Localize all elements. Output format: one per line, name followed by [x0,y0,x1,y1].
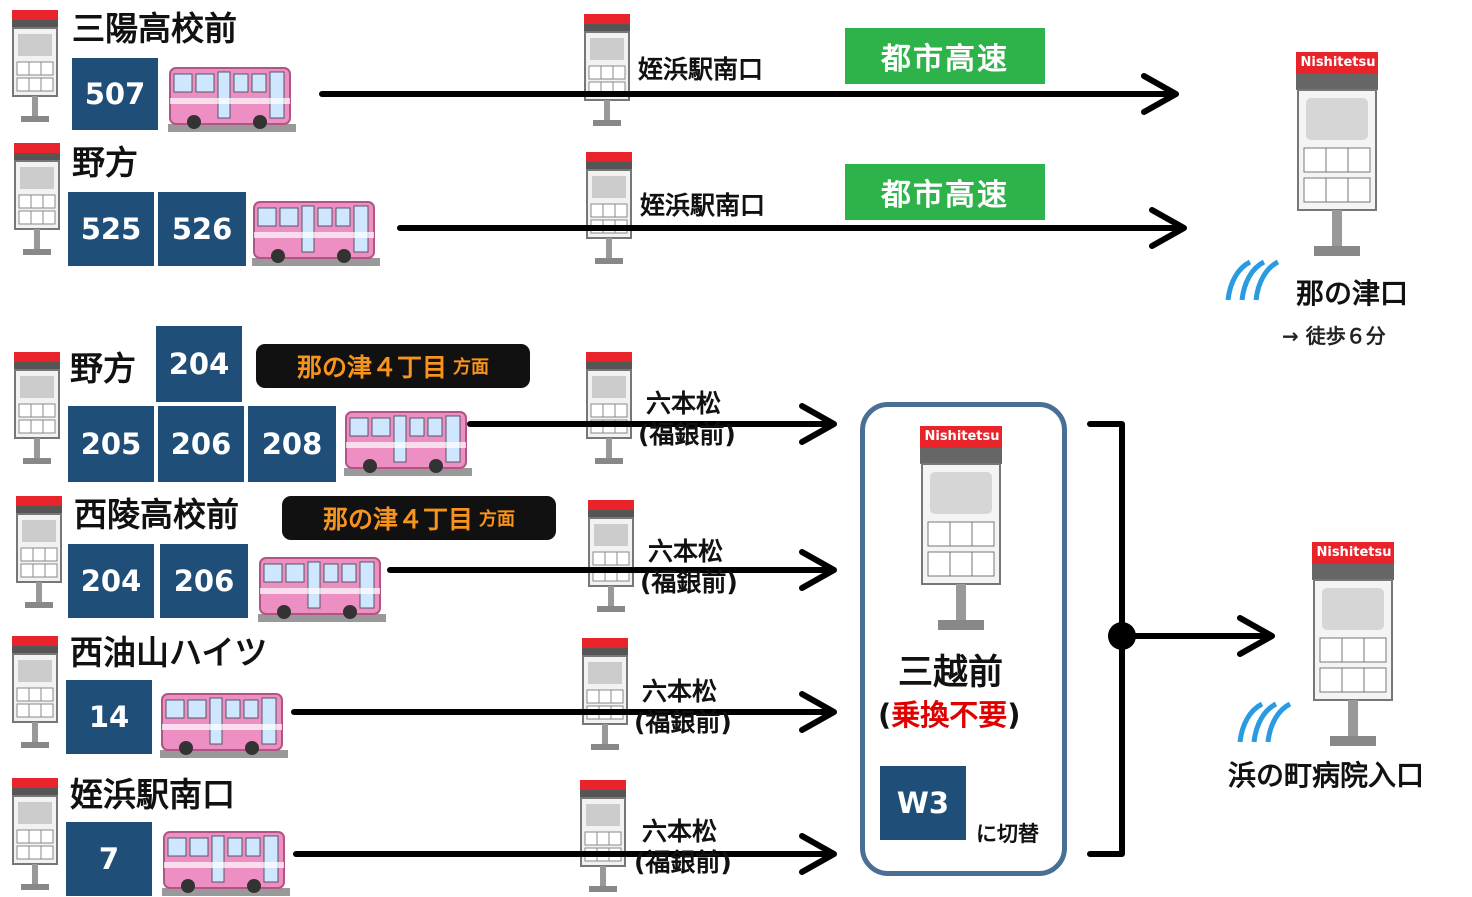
via-stop-icon [585,351,633,465]
destination-sign-label: Nishitetsu [1300,55,1376,70]
via-stop-icon [585,151,633,265]
origin-name: 西油山ハイツ [70,633,268,672]
via-line2: (福銀前) [638,420,736,450]
via-stop-name: 六本松 (福銀前) [634,676,732,739]
no-transfer-text: 乗換不要 [891,698,1008,732]
destination-stop-icon [1295,51,1379,257]
walk-time: → 徒歩６分 [1282,324,1386,348]
route-number: 206 [160,544,248,618]
bus-icon [167,67,297,133]
via-line1: 六本松 [648,537,724,566]
direction-badge: 那の津４丁目方面 [282,496,556,540]
bus-icon [257,557,387,623]
via-line2: (福銀前) [640,568,738,598]
route-number: 204 [156,326,242,402]
origin-stop-icon [13,142,61,256]
bus-icon [251,201,381,267]
destination-stop-icon [1311,541,1395,747]
route-number: 507 [72,58,158,130]
route-number: 14 [66,680,152,754]
transfer-stop-name: 三越前 [898,653,1004,693]
origin-name: 三陽高校前 [72,9,237,48]
via-line1: 六本松 [646,389,722,418]
direction-text: 那の津４丁目 [296,353,447,382]
via-line2: (福銀前) [634,708,732,738]
destination-name: 那の津口 [1296,277,1409,310]
route-number: 208 [248,406,336,482]
note-paren-open: ( [878,698,892,732]
origin-stop-icon [15,495,63,609]
via-stop-name: 姪浜駅南口 [640,191,766,220]
via-line1: 六本松 [642,817,718,846]
transfer-sign-label: Nishitetsu [924,429,1000,444]
subway-logo-icon [1240,704,1290,742]
via-line2: (福銀前) [634,848,732,878]
direction-badge: 那の津４丁目方面 [256,344,530,388]
transfer-note: (乗換不要) [878,692,1021,734]
switch-route-number: W3 [880,766,966,840]
origin-name: 野方 [72,143,138,182]
via-stop-icon [583,13,631,127]
via-stop-name: 六本松 (福銀前) [638,388,736,451]
origin-stop-icon [11,9,59,123]
direction-text: 那の津４丁目 [322,505,473,534]
via-stop-icon [579,779,627,893]
via-stop-icon [581,637,629,751]
bus-icon [343,411,473,477]
route-number: 525 [68,192,154,266]
direction-suffix: 方面 [453,357,489,378]
via-stop-icon [587,499,635,613]
bracket-junction [1108,622,1136,650]
note-paren-close: ) [1007,698,1021,732]
origin-name: 姪浜駅南口 [70,775,235,814]
origin-stop-icon [11,777,59,891]
bus-icon [161,831,291,897]
destination-sign-label: Nishitetsu [1316,545,1392,560]
express-badge: 都市高速 [845,28,1045,84]
via-line1: 六本松 [642,677,718,706]
subway-logo-icon [1228,262,1278,300]
direction-suffix: 方面 [479,509,515,530]
via-stop-name: 六本松 (福銀前) [640,536,738,599]
bus-icon [159,693,289,759]
express-badge: 都市高速 [845,164,1045,220]
route-number: 205 [68,406,154,482]
via-stop-name: 六本松 (福銀前) [634,816,732,879]
origin-stop-icon [11,635,59,749]
destination-name: 浜の町病院入口 [1228,759,1425,792]
origin-name: 野方 [70,349,136,388]
route-number: 206 [158,406,244,482]
via-stop-name: 姪浜駅南口 [638,55,764,84]
route-number: 204 [68,544,154,618]
origin-name: 西陵高校前 [74,495,239,534]
origin-stop-icon [13,351,61,465]
switch-text: に切替 [976,822,1039,846]
route-number: 526 [158,192,246,266]
transfer-box [860,402,1067,876]
route-number: 7 [66,822,152,896]
